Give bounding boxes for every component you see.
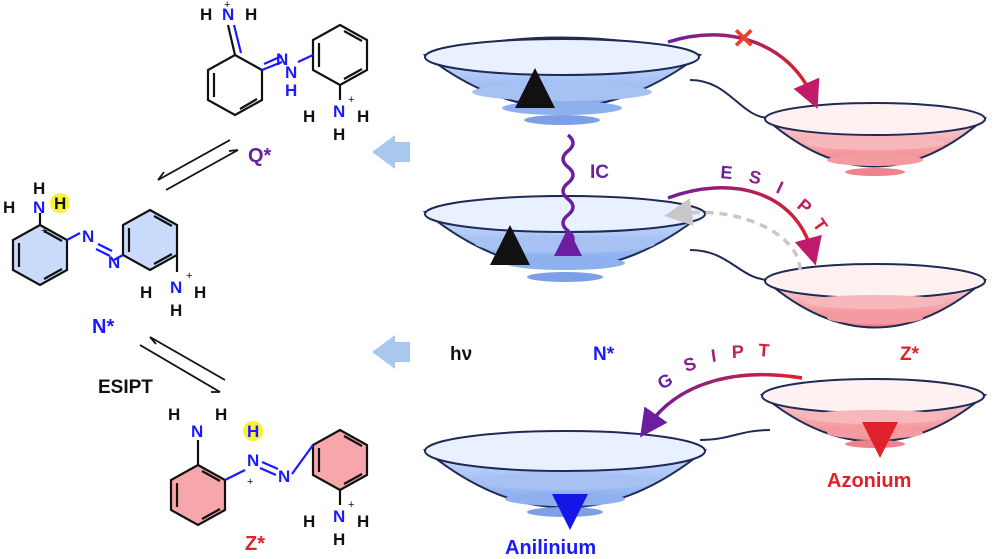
z-atom-h-highlight: H <box>247 422 259 441</box>
q-plus-top: + <box>224 0 230 11</box>
blocked-x-mark: ✕ <box>732 23 755 54</box>
gsipt-letter-2: S <box>681 353 699 376</box>
z-atom-h-right: H <box>357 512 369 531</box>
esipt-letter-5: T <box>809 215 832 235</box>
equilibrium-arrows-n-z <box>139 336 226 393</box>
ic-label: IC <box>590 162 609 183</box>
z-atom-n-azo2: N <box>278 467 290 486</box>
equilibrium-arrows-q-n <box>157 139 239 191</box>
blocked-transfer-arrow <box>667 33 820 109</box>
block-arrow-upper <box>372 135 410 169</box>
n-atom-n-azo2: N <box>108 253 120 272</box>
potential-connectors <box>689 79 771 441</box>
bowl-red-middle <box>762 263 988 329</box>
q-atom-h-amm-left: H <box>303 107 315 126</box>
n-atom-h-b: H <box>3 198 15 217</box>
q-atom-h-top-left: H <box>200 5 212 24</box>
q-atom-h-top-right: H <box>245 5 257 24</box>
block-arrow-lower <box>372 335 410 369</box>
z-star-emission-label: Z* <box>900 344 920 365</box>
n-atom-h-a: H <box>33 179 45 198</box>
ic-squiggle-arrow <box>554 133 582 256</box>
esipt-letter-1: E <box>720 162 734 183</box>
q-atom-n-azo1: N <box>276 50 288 69</box>
molecule-z-star: N H H H N + N N + H H H <box>168 405 369 549</box>
esipt-letters: E S I P T <box>720 162 832 235</box>
n-h-highlight-circle <box>50 193 70 213</box>
bowl-red-bottom <box>759 378 988 448</box>
bowl-blue-middle <box>422 195 708 282</box>
q-plus-amm: + <box>348 94 354 106</box>
q-atom-n-azo2: N <box>285 63 297 82</box>
q-atom-n-amm: N <box>333 102 345 121</box>
n-atom-n-amm-top: N <box>33 198 45 217</box>
n-star-label: N* <box>92 316 114 338</box>
gsipt-letter-3: I <box>710 345 718 366</box>
gsipt-letters: G S I P T <box>654 340 770 393</box>
z-atom-h-amine-left: H <box>168 405 180 424</box>
reverse-dashed-arrow <box>664 198 802 271</box>
n-plus-bottom: + <box>186 270 192 282</box>
esipt-letter-2: S <box>747 166 763 188</box>
z-atom-h-bottom: H <box>333 530 345 549</box>
q-atom-h-azo: H <box>285 81 297 100</box>
esipt-letter-4: P <box>793 195 815 218</box>
esipt-arrow <box>667 186 822 266</box>
q-atom-h-amm-right: H <box>357 107 369 126</box>
n-atom-h-c: H <box>140 283 152 302</box>
n-star-emission-label: N* <box>593 344 615 365</box>
esipt-letter-3: I <box>773 177 786 197</box>
q-atom-h-amm-bottom: H <box>333 125 345 144</box>
z-atom-n-azo1: N <box>247 451 259 470</box>
bowl-blue-top <box>422 36 703 125</box>
gsipt-arrow <box>639 372 803 438</box>
n-atom-h-highlight: H <box>54 194 66 213</box>
n-atom-h-d: H <box>194 283 206 302</box>
n-atom-n-azo1: N <box>82 227 94 246</box>
bowl-blue-bottom <box>422 430 708 517</box>
esipt-reaction-label: ESIPT <box>98 377 153 398</box>
gsipt-letter-4: P <box>731 342 744 362</box>
hv-label: hν <box>450 344 472 365</box>
n-atom-h-e: H <box>170 301 182 320</box>
z-h-highlight-circle <box>243 421 263 441</box>
bowl-red-top <box>762 102 988 176</box>
z-plus-amm: + <box>348 499 354 511</box>
z-atom-n-amine: N <box>191 422 203 441</box>
molecule-n-star: N + H H H N N N + H H H <box>3 179 206 320</box>
q-star-label: Q* <box>248 145 272 167</box>
z-atom-h-amine-right: H <box>215 405 227 424</box>
anilinium-label: Anilinium <box>505 537 596 559</box>
n-plus-top: + <box>41 225 47 237</box>
gsipt-letter-5: T <box>758 340 770 361</box>
z-plus-azo: + <box>247 476 253 488</box>
n-atom-n-amm-bottom: N <box>170 278 182 297</box>
z-star-molecule-label: Z* <box>245 533 265 555</box>
z-atom-n-amm: N <box>333 507 345 526</box>
z-atom-h-left: H <box>303 512 315 531</box>
molecule-q-star: N H H + N N H N + H H H <box>200 0 369 144</box>
azonium-label: Azonium <box>827 470 911 492</box>
gsipt-letter-1: G <box>654 369 676 393</box>
q-atom-n-top: N <box>222 5 234 24</box>
